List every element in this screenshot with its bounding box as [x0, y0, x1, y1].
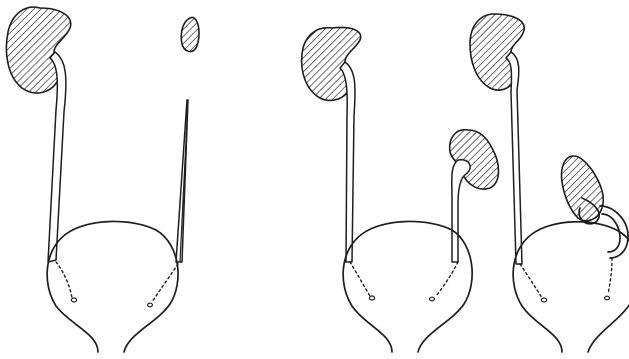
right-bladder-orifice-a	[541, 298, 546, 302]
right-bladder-orifice-b	[605, 296, 610, 300]
right-kidney-ectopic	[562, 156, 604, 221]
left-bladder-orifice-b	[148, 303, 153, 307]
right-bladder-duct-a	[520, 264, 542, 298]
right-bladder	[513, 222, 629, 352]
left-bladder-duct-a	[56, 262, 72, 298]
middle-bladder-duct-b	[436, 262, 458, 296]
middle-bladder-orifice-b	[430, 297, 435, 301]
middle-bladder-duct-a	[350, 262, 370, 296]
small-kidney	[181, 17, 199, 51]
right-ureter-ectopic-inner	[602, 214, 620, 252]
left-bladder	[47, 221, 178, 352]
right-bladder-duct-b	[608, 258, 612, 294]
panel-left	[6, 7, 199, 352]
left-bladder-orifice-a	[71, 298, 76, 302]
panel-middle	[302, 28, 499, 353]
middle-bladder-orifice-a	[369, 296, 374, 300]
